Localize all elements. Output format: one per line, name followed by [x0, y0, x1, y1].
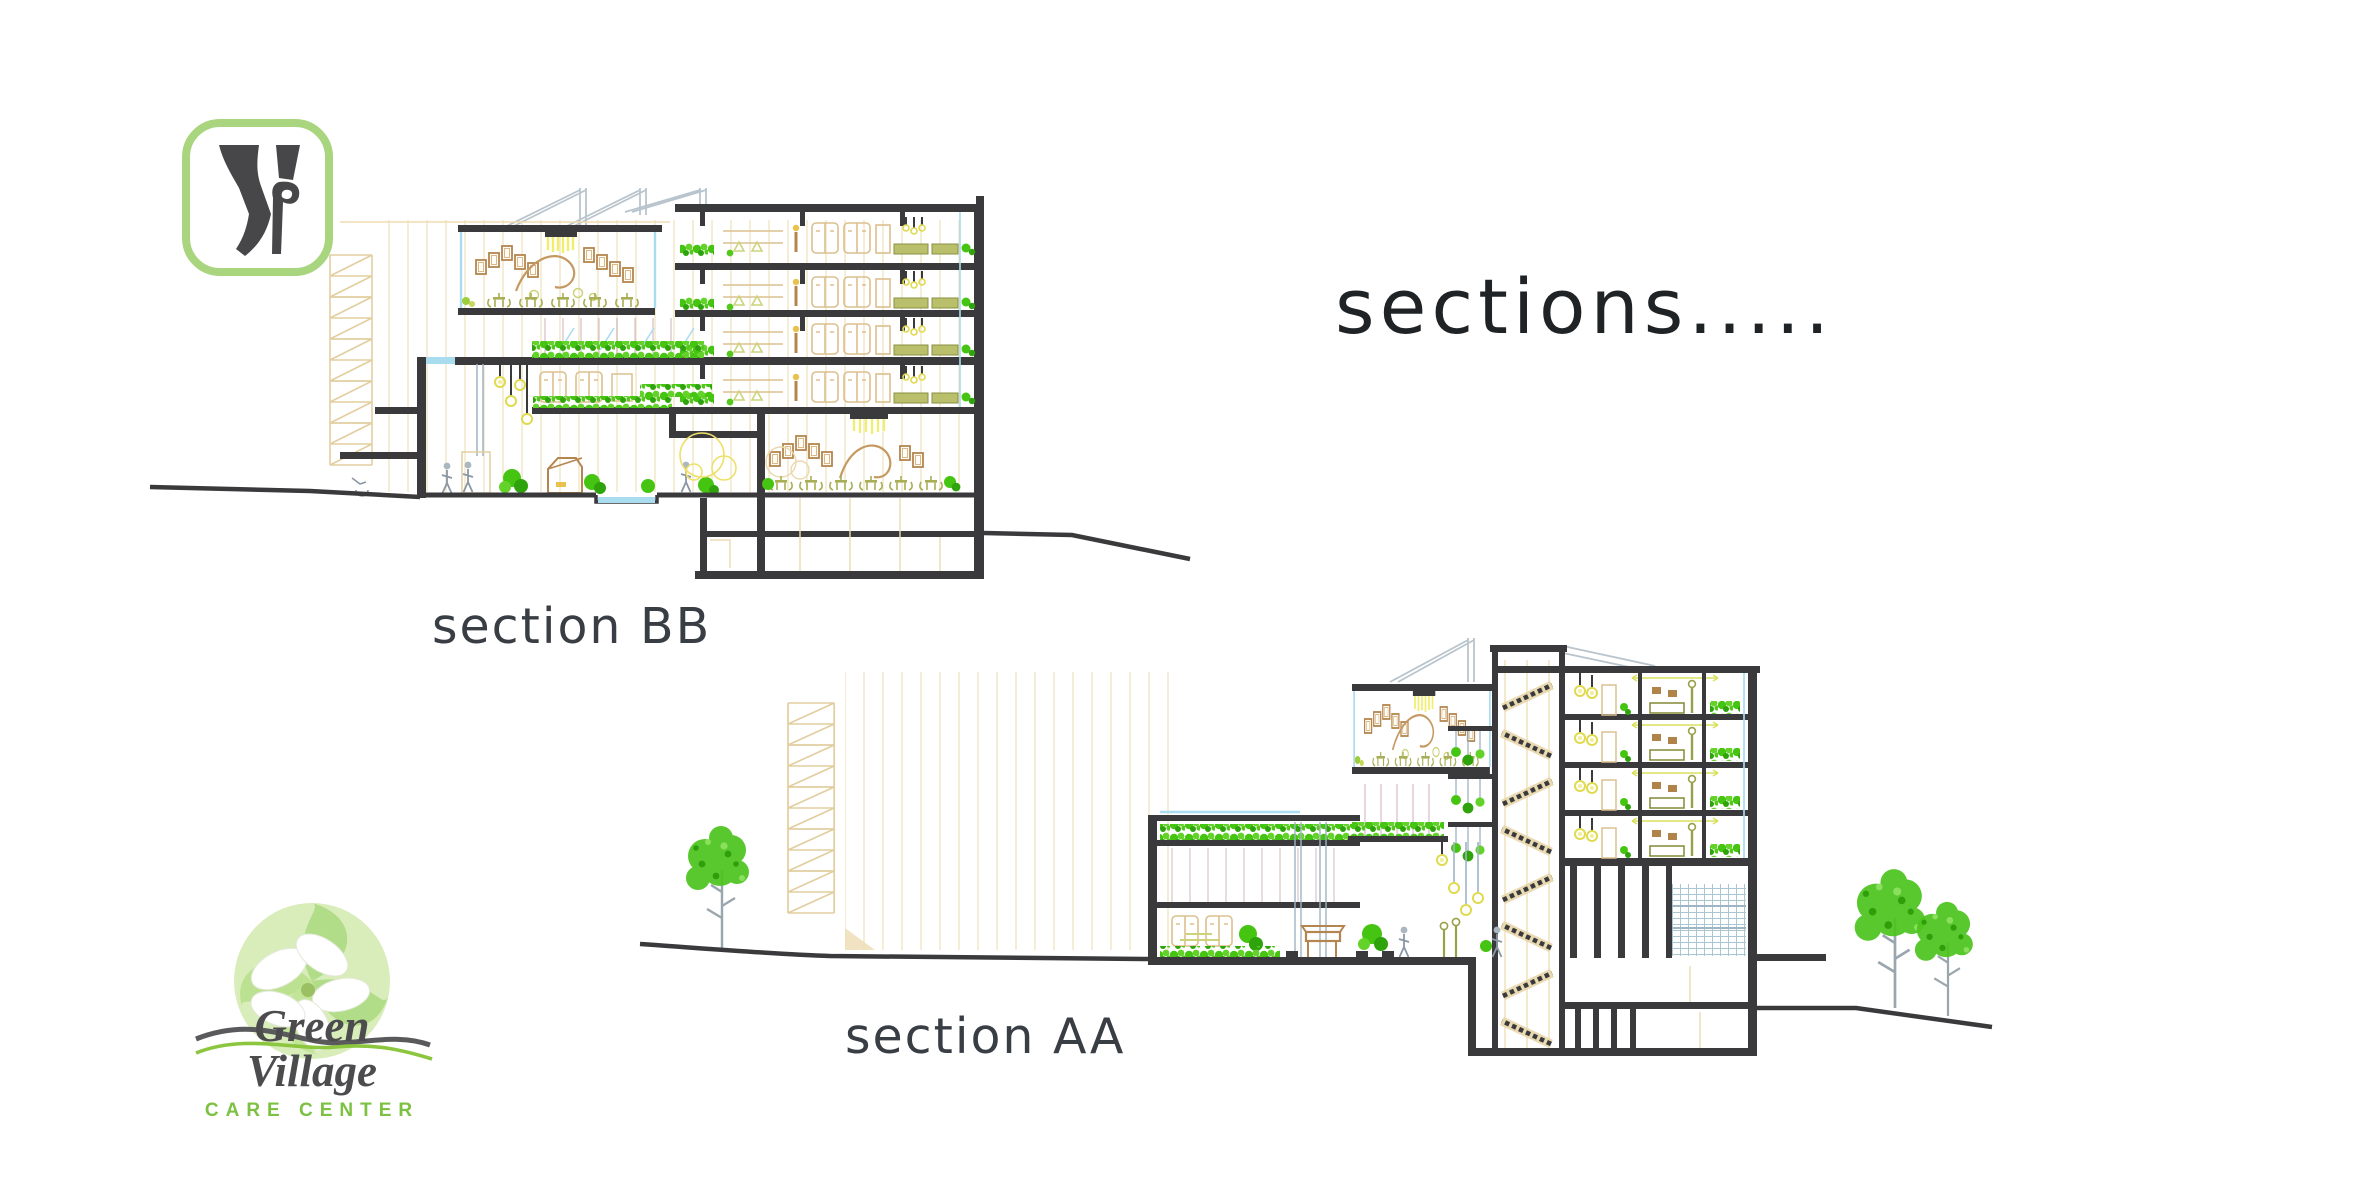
- aa-stair-tower: [1490, 645, 1567, 1056]
- bb-dining-room: [757, 414, 961, 498]
- section-aa-label: section AA: [845, 1008, 1126, 1065]
- logo-subtitle: CARE CENTER: [204, 1100, 420, 1121]
- logo-wordmark: Green Village: [246, 1001, 377, 1096]
- section-bb-drawing: [149, 188, 1191, 579]
- bb-ground-line: [149, 484, 1191, 562]
- tree-left: [684, 824, 751, 952]
- aa-hanging-gardens: [1448, 726, 1494, 862]
- aa-bedroom-wing: [1494, 666, 1760, 1056]
- tree-right-1: [1853, 867, 1927, 1010]
- aa-hall: [1180, 841, 1503, 958]
- aa-roof-cables: [1389, 638, 1656, 683]
- section-aa-drawing: [639, 638, 1993, 1056]
- logo-emblem: [195, 903, 433, 1061]
- section-bb-label: section BB: [432, 598, 712, 655]
- page-title: sections.....: [1335, 262, 1835, 351]
- green-village-logo: Green Village CARE CENTER: [186, 893, 438, 1135]
- aa-base-structure: [1157, 951, 1826, 1056]
- elderly-person-with-cane-icon: [181, 118, 334, 277]
- bb-terrace: [532, 318, 712, 397]
- bench: [1300, 925, 1346, 957]
- bb-left-structure: [340, 357, 455, 498]
- tree-right-2: [1913, 900, 1974, 1018]
- aa-left-wing: [1148, 784, 1448, 965]
- aa-ground-line: [639, 941, 1993, 1030]
- bb-basement: [695, 414, 984, 579]
- roof-cable-lines: [504, 188, 707, 228]
- aa-lower-facade: [1570, 866, 1746, 958]
- bb-floor-slabs: [455, 196, 984, 414]
- bb-mezzanine: [533, 371, 761, 438]
